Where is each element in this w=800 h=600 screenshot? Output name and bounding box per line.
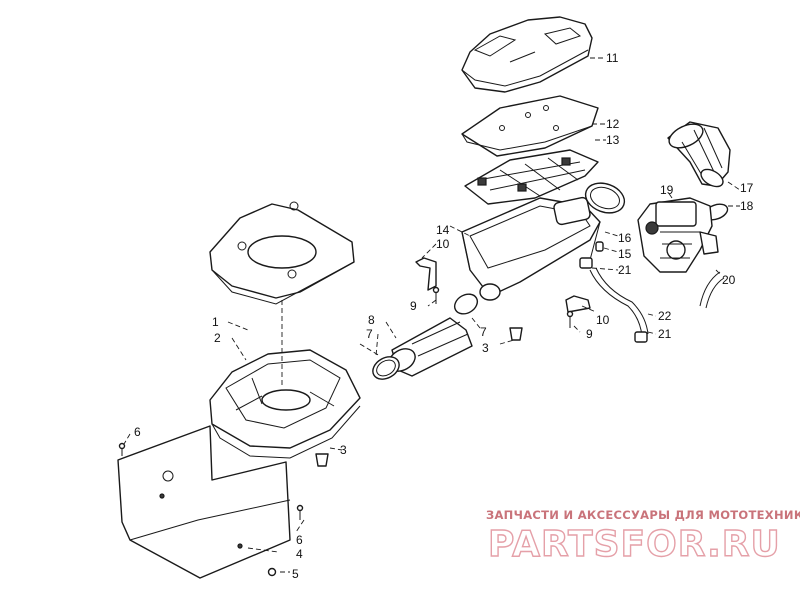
part-6-bolt-right — [296, 504, 304, 520]
part-14-airbox-base — [461, 196, 601, 301]
callouts: 11 12 13 17 18 19 20 16 15 21 22 21 14 1… — [134, 51, 754, 581]
callout-7-left: 7 — [366, 327, 373, 341]
callout-17: 17 — [740, 181, 754, 195]
part-10-strap-left — [415, 257, 437, 291]
watermark: ЗАПЧАСТИ И АКСЕССУАРЫ ДЛЯ МОТОТЕХНИКИ PA… — [486, 508, 800, 566]
part-19-carburetor — [637, 197, 719, 273]
callout-22: 22 — [658, 309, 672, 323]
part-10-strap-right — [565, 295, 591, 313]
callout-6-left: 6 — [134, 425, 141, 439]
watermark-logo: PARTSFOR.RU — [488, 524, 781, 565]
callout-19: 19 — [660, 183, 674, 197]
callout-7-right: 7 — [480, 325, 487, 339]
callout-5: 5 — [292, 567, 299, 581]
callout-15: 15 — [618, 247, 632, 261]
callout-10-upper: 10 — [436, 237, 450, 251]
watermark-tagline: ЗАПЧАСТИ И АКСЕССУАРЫ ДЛЯ МОТОТЕХНИКИ — [486, 508, 800, 522]
callout-21-upper: 21 — [618, 263, 632, 277]
part-22-hose — [579, 257, 649, 343]
part-6-bolt-left — [118, 442, 126, 456]
part-9-screw-left — [432, 286, 440, 304]
callout-13: 13 — [606, 133, 620, 147]
part-13-filter-grid — [464, 149, 599, 205]
part-4-bracket — [117, 425, 291, 579]
part-20-hose — [699, 271, 725, 309]
callout-3-upper: 3 — [482, 341, 489, 355]
leader-lines — [123, 57, 741, 573]
callout-9-right: 9 — [586, 327, 593, 341]
callout-1: 1 — [212, 315, 219, 329]
callout-14: 14 — [436, 223, 450, 237]
callout-9-left: 9 — [410, 299, 417, 313]
callout-8: 8 — [368, 313, 375, 327]
callout-21-lower: 21 — [658, 327, 672, 341]
callout-3-lower: 3 — [340, 443, 347, 457]
part-3-grommet-lower — [315, 453, 329, 467]
part-16-clamp — [584, 182, 626, 214]
part-3-grommet-upper — [509, 327, 523, 341]
callout-16: 16 — [618, 231, 632, 245]
part-11-airbox-lid — [461, 16, 593, 93]
callout-6-right: 6 — [296, 533, 303, 547]
callout-20: 20 — [722, 273, 736, 287]
part-12-filter-plate — [461, 95, 599, 157]
part-17-intake-boot — [667, 121, 731, 188]
part-1-top-plate — [209, 201, 355, 305]
part-7-clamp-left — [372, 356, 400, 380]
part-7-clamp-right — [453, 293, 479, 315]
part-9-screw-right — [566, 310, 574, 328]
part-5-nut — [267, 567, 277, 577]
callout-10-lower: 10 — [596, 313, 610, 327]
callout-18: 18 — [740, 199, 754, 213]
part-2-lower-airbox — [209, 349, 361, 459]
part-15-clip — [595, 241, 604, 252]
callout-12: 12 — [606, 117, 620, 131]
callout-2: 2 — [214, 331, 221, 345]
callout-4: 4 — [296, 547, 303, 561]
callout-11: 11 — [606, 51, 619, 65]
